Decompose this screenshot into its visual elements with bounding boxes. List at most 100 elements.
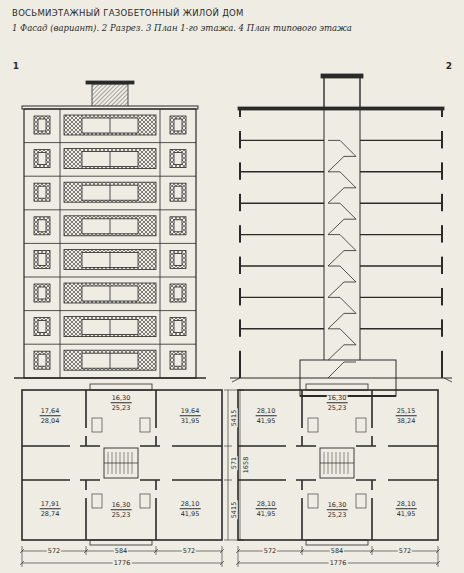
- window-gap: [239, 274, 241, 288]
- room-area: 25,23: [327, 512, 348, 519]
- window-mullion: [110, 152, 111, 167]
- floor-slab: [240, 297, 324, 298]
- floor-slab: [360, 140, 442, 141]
- room-area: 25,15: [396, 408, 417, 416]
- window-gap: [441, 211, 443, 225]
- window-gap: [441, 337, 443, 351]
- dimension: 584: [330, 548, 344, 555]
- room-area: 28,10: [396, 501, 417, 509]
- ground-floor-plan: [22, 384, 222, 545]
- dimension: 572: [47, 548, 61, 555]
- room-area: 25,23: [111, 405, 132, 412]
- loggia-grille: [64, 317, 156, 337]
- floor-slab: [240, 202, 324, 203]
- window-mullion: [110, 320, 111, 335]
- side-window: [34, 183, 50, 201]
- window-gap: [441, 148, 443, 162]
- loggia-opening: [82, 353, 138, 368]
- side-window: [34, 318, 50, 336]
- floor-slab: [240, 234, 324, 235]
- dimension: 571: [231, 456, 238, 470]
- side-window-glass: [38, 321, 46, 333]
- figure-number: 2: [445, 62, 453, 71]
- room-area: 16,30: [111, 502, 132, 510]
- floor-slab: [240, 265, 324, 266]
- panel-joint: [24, 310, 196, 311]
- side-window: [170, 116, 186, 134]
- stair-flight: [328, 235, 356, 266]
- window-gap: [239, 180, 241, 194]
- window-gap: [239, 243, 241, 257]
- loggia-grille: [64, 115, 156, 135]
- panel-joint: [24, 243, 196, 244]
- loggia-grille: [64, 283, 156, 303]
- side-window: [34, 250, 50, 268]
- room-area: 16,30: [327, 395, 348, 403]
- dimension: 5415: [231, 501, 238, 520]
- stair-flight: [328, 203, 356, 234]
- panel-joint: [24, 209, 196, 210]
- loggia-grille: [64, 350, 156, 370]
- room-area: 28,04: [40, 418, 61, 425]
- side-window: [34, 284, 50, 302]
- window-gap: [239, 305, 241, 319]
- stair-flight: [328, 329, 356, 360]
- room-area: 41,95: [396, 511, 417, 518]
- room-area: 41,95: [256, 511, 277, 518]
- side-window-glass: [174, 321, 182, 333]
- window-gap: [239, 337, 241, 351]
- side-window: [170, 217, 186, 235]
- side-window-glass: [174, 287, 182, 299]
- side-window: [170, 150, 186, 168]
- dimension: 572: [398, 548, 412, 555]
- floor-slab: [240, 140, 324, 141]
- room-area: 28,10: [180, 501, 201, 509]
- loggia-opening: [82, 219, 138, 234]
- stair-flight: [328, 266, 356, 297]
- window-mullion: [110, 252, 111, 267]
- floor-slab: [360, 234, 442, 235]
- loggia-opening: [82, 185, 138, 200]
- panel-joint: [24, 277, 196, 278]
- side-window-glass: [38, 119, 46, 131]
- loggia-grille: [64, 249, 156, 269]
- loggia-grille: [64, 216, 156, 236]
- side-window: [34, 217, 50, 235]
- page-title: ВОСЬМИЭТАЖНЫЙ ГАЗОБЕТОННЫЙ ЖИЛОЙ ДОМ: [12, 8, 244, 18]
- floor-slab: [360, 328, 442, 329]
- dimension: 1658: [243, 456, 250, 475]
- floor-slab: [360, 265, 442, 266]
- room-area: 16,30: [111, 395, 132, 403]
- side-window-glass: [38, 354, 46, 366]
- side-window-glass: [174, 220, 182, 232]
- room-area: 19,64: [180, 408, 201, 416]
- loggia-opening: [82, 286, 138, 301]
- window-mullion: [110, 286, 111, 301]
- side-window: [170, 318, 186, 336]
- side-window-glass: [38, 287, 46, 299]
- window-gap: [441, 180, 443, 194]
- room-area: 17,64: [40, 408, 61, 416]
- typical-floor-plan: [238, 384, 438, 545]
- side-window: [170, 183, 186, 201]
- floor-slab: [360, 297, 442, 298]
- side-window-glass: [38, 186, 46, 198]
- floor-slab: [360, 202, 442, 203]
- figure-number: 1: [12, 62, 20, 71]
- side-window-glass: [38, 220, 46, 232]
- loggia-opening: [82, 320, 138, 335]
- side-window: [34, 150, 50, 168]
- panel-joint: [24, 344, 196, 345]
- side-window-glass: [174, 253, 182, 265]
- side-window-glass: [174, 186, 182, 198]
- dimension-lines: [20, 390, 440, 567]
- stair-flight: [328, 362, 356, 378]
- floor-slab: [240, 328, 324, 329]
- side-window-glass: [174, 119, 182, 131]
- side-window-glass: [174, 354, 182, 366]
- side-window-glass: [174, 153, 182, 165]
- room-area: 28,10: [256, 408, 277, 416]
- stair-flight: [328, 172, 356, 203]
- window-gap: [441, 117, 443, 131]
